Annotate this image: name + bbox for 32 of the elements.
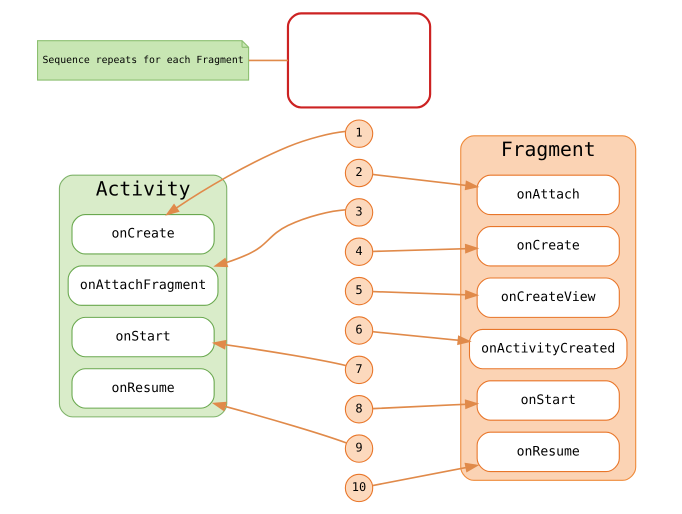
node-box: onResume — [476, 431, 620, 472]
node-box: onCreate — [71, 214, 215, 254]
node-box: onCreate — [476, 226, 620, 266]
node-circle: 6 — [344, 316, 374, 344]
node-box: onStart — [476, 380, 620, 420]
node-box: onResume — [71, 368, 215, 408]
arrow — [372, 462, 480, 486]
node-box: onCreateView — [476, 276, 620, 318]
node-circle: 1 — [344, 118, 374, 148]
arrow — [372, 398, 480, 409]
node-circle: 10 — [344, 473, 374, 502]
node-box — [286, 12, 432, 108]
node-box: onStart — [71, 316, 215, 357]
arrow — [372, 330, 472, 345]
node-box: onAttach — [476, 174, 620, 215]
arrow — [212, 339, 346, 366]
connector — [248, 59, 288, 61]
arrow — [212, 401, 346, 444]
node-box: onActivityCreated — [468, 328, 628, 369]
arrow — [372, 289, 480, 300]
node-circle: 9 — [344, 434, 374, 462]
node-circle: 7 — [344, 355, 374, 384]
node-circle: 2 — [344, 158, 374, 187]
node-circle: 3 — [344, 198, 374, 226]
node-circle: 5 — [344, 276, 374, 305]
arrow — [372, 173, 480, 190]
arrow — [165, 130, 346, 216]
node-box: onAttachFragment — [68, 264, 219, 306]
node-circle: 4 — [344, 237, 374, 266]
arrow — [213, 208, 346, 267]
arrow — [372, 243, 480, 254]
node-circle: 8 — [344, 394, 374, 423]
